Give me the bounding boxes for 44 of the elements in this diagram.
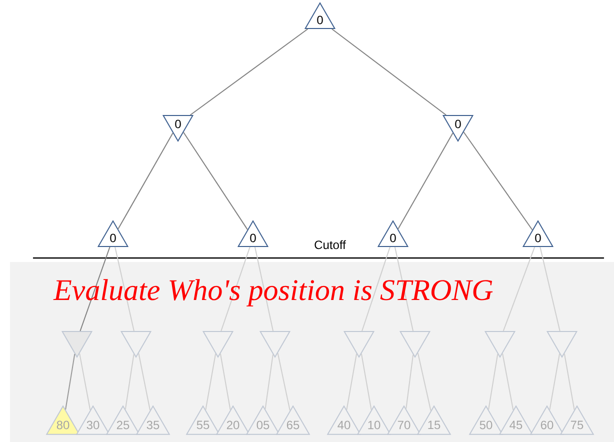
- tree-branch: [80, 246, 110, 332]
- tree-branch: [254, 246, 274, 332]
- tree-branch: [406, 354, 414, 410]
- node-label: 30: [86, 420, 100, 430]
- node-label: 60: [540, 420, 554, 430]
- tree-branch: [502, 353, 514, 410]
- tree-branch: [417, 352, 432, 412]
- node-label: 05: [256, 420, 270, 430]
- tree-branch: [138, 352, 151, 411]
- tree-branch: [277, 352, 290, 411]
- tree-branch: [114, 246, 134, 332]
- tree-branch: [220, 353, 231, 410]
- tree-branch: [398, 132, 454, 230]
- tree-branch: [394, 246, 414, 332]
- tree-branch: [360, 353, 372, 410]
- node-label: 70: [398, 420, 410, 430]
- tree-branch: [346, 353, 358, 410]
- tree-branch: [65, 354, 76, 410]
- tree-branch: [362, 246, 390, 332]
- tree-branch: [264, 354, 274, 410]
- tree-branch: [205, 353, 216, 410]
- node-label: 20: [226, 420, 240, 430]
- tree-branch: [79, 353, 91, 410]
- node-label: 10: [368, 420, 380, 430]
- cutoff-label: Cutoff: [314, 240, 346, 250]
- node-label: 25: [116, 420, 130, 430]
- tree-branch: [564, 353, 575, 410]
- tree-branch: [463, 132, 533, 230]
- tree-branch: [549, 353, 560, 410]
- node-label: 45: [510, 420, 522, 430]
- tree-branch: [488, 354, 498, 410]
- tree-branch: [540, 246, 560, 332]
- tree-branch: [183, 132, 248, 230]
- tree-branch: [331, 28, 447, 116]
- annotation-text: Evaluate Who's position is STRONG: [53, 279, 493, 306]
- node-label: 65: [286, 420, 300, 430]
- tree-branch: [118, 132, 174, 230]
- node-label: 15: [428, 420, 440, 430]
- node-label: 35: [146, 420, 160, 430]
- tree-branch: [502, 246, 536, 332]
- node-label: 75: [570, 420, 584, 430]
- tree-branch: [124, 354, 134, 410]
- tree-branch: [220, 246, 250, 332]
- tree-branch: [190, 28, 308, 116]
